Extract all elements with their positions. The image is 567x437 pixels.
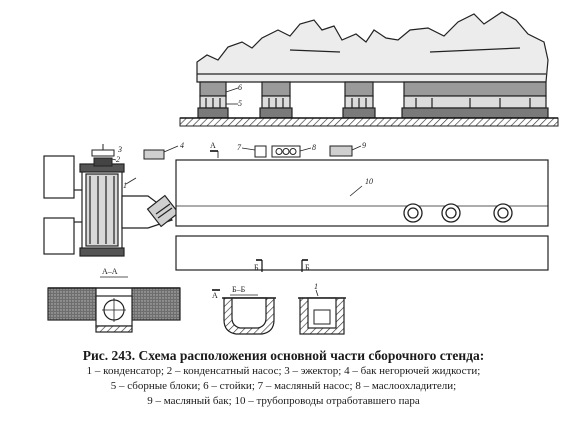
callout-1: 1 (123, 181, 127, 190)
caption-legend-line-1: 1 – конденсатор; 2 – конденсатный насос;… (86, 365, 481, 377)
callout-10: 10 (365, 177, 373, 186)
section-mark-a-top: А (210, 141, 216, 150)
callout-8: 8 (312, 143, 316, 152)
nonflammable-fluid-tank (143, 149, 165, 160)
section-mark-a-bottom: А (212, 291, 218, 300)
oil-tank (329, 145, 353, 157)
section-mark-b-right: Б (305, 263, 310, 272)
section-bb-channel (298, 297, 346, 335)
callout-7: 7 (237, 143, 242, 152)
exhaust-steam-pipelines (175, 159, 549, 271)
caption-legend-line-2: 5 – сборные блоки; 6 – стойки; 7 – масля… (110, 380, 457, 392)
assembly-stand-drawing: 6 5 (43, 11, 559, 335)
callout-2: 2 (116, 155, 120, 164)
figure-caption: Рис. 243. Схема расположения основной ча… (0, 347, 567, 409)
caption-legend-line-3: 9 – масляный бак; 10 – трубопроводы отра… (147, 395, 420, 407)
stand-assembly-3 (342, 81, 376, 119)
side-elevation-view (196, 11, 549, 83)
exhaust-duct (121, 194, 180, 229)
callout-stand-6: 6 (238, 83, 242, 92)
section-aa-view (47, 287, 181, 333)
callout-stand-5: 5 (238, 99, 242, 108)
callout-3: 3 (117, 145, 122, 154)
section-bb-trench (222, 297, 276, 335)
oil-pump (254, 145, 267, 158)
section-mark-b-left: Б (254, 263, 259, 272)
plan-view (43, 155, 86, 255)
condenser (79, 163, 125, 257)
stand-assembly-2 (259, 81, 293, 119)
section-bb-label: Б–Б (232, 285, 246, 294)
ejector (91, 149, 115, 157)
turbine-blocks-outline (196, 11, 549, 83)
callout-1-section: 1 (314, 282, 318, 291)
stand-assembly-1 (197, 81, 229, 119)
callout-4: 4 (180, 141, 184, 150)
condensate-pump (93, 157, 113, 167)
pipeline-flanges (403, 203, 513, 223)
stand-assembly-4 (401, 81, 549, 119)
caption-title: Рис. 243. Схема расположения основной ча… (82, 348, 485, 363)
callout-9: 9 (362, 141, 366, 150)
floor-slab (179, 117, 559, 127)
oil-coolers (271, 145, 301, 158)
section-aa-label: А–А (102, 267, 118, 276)
